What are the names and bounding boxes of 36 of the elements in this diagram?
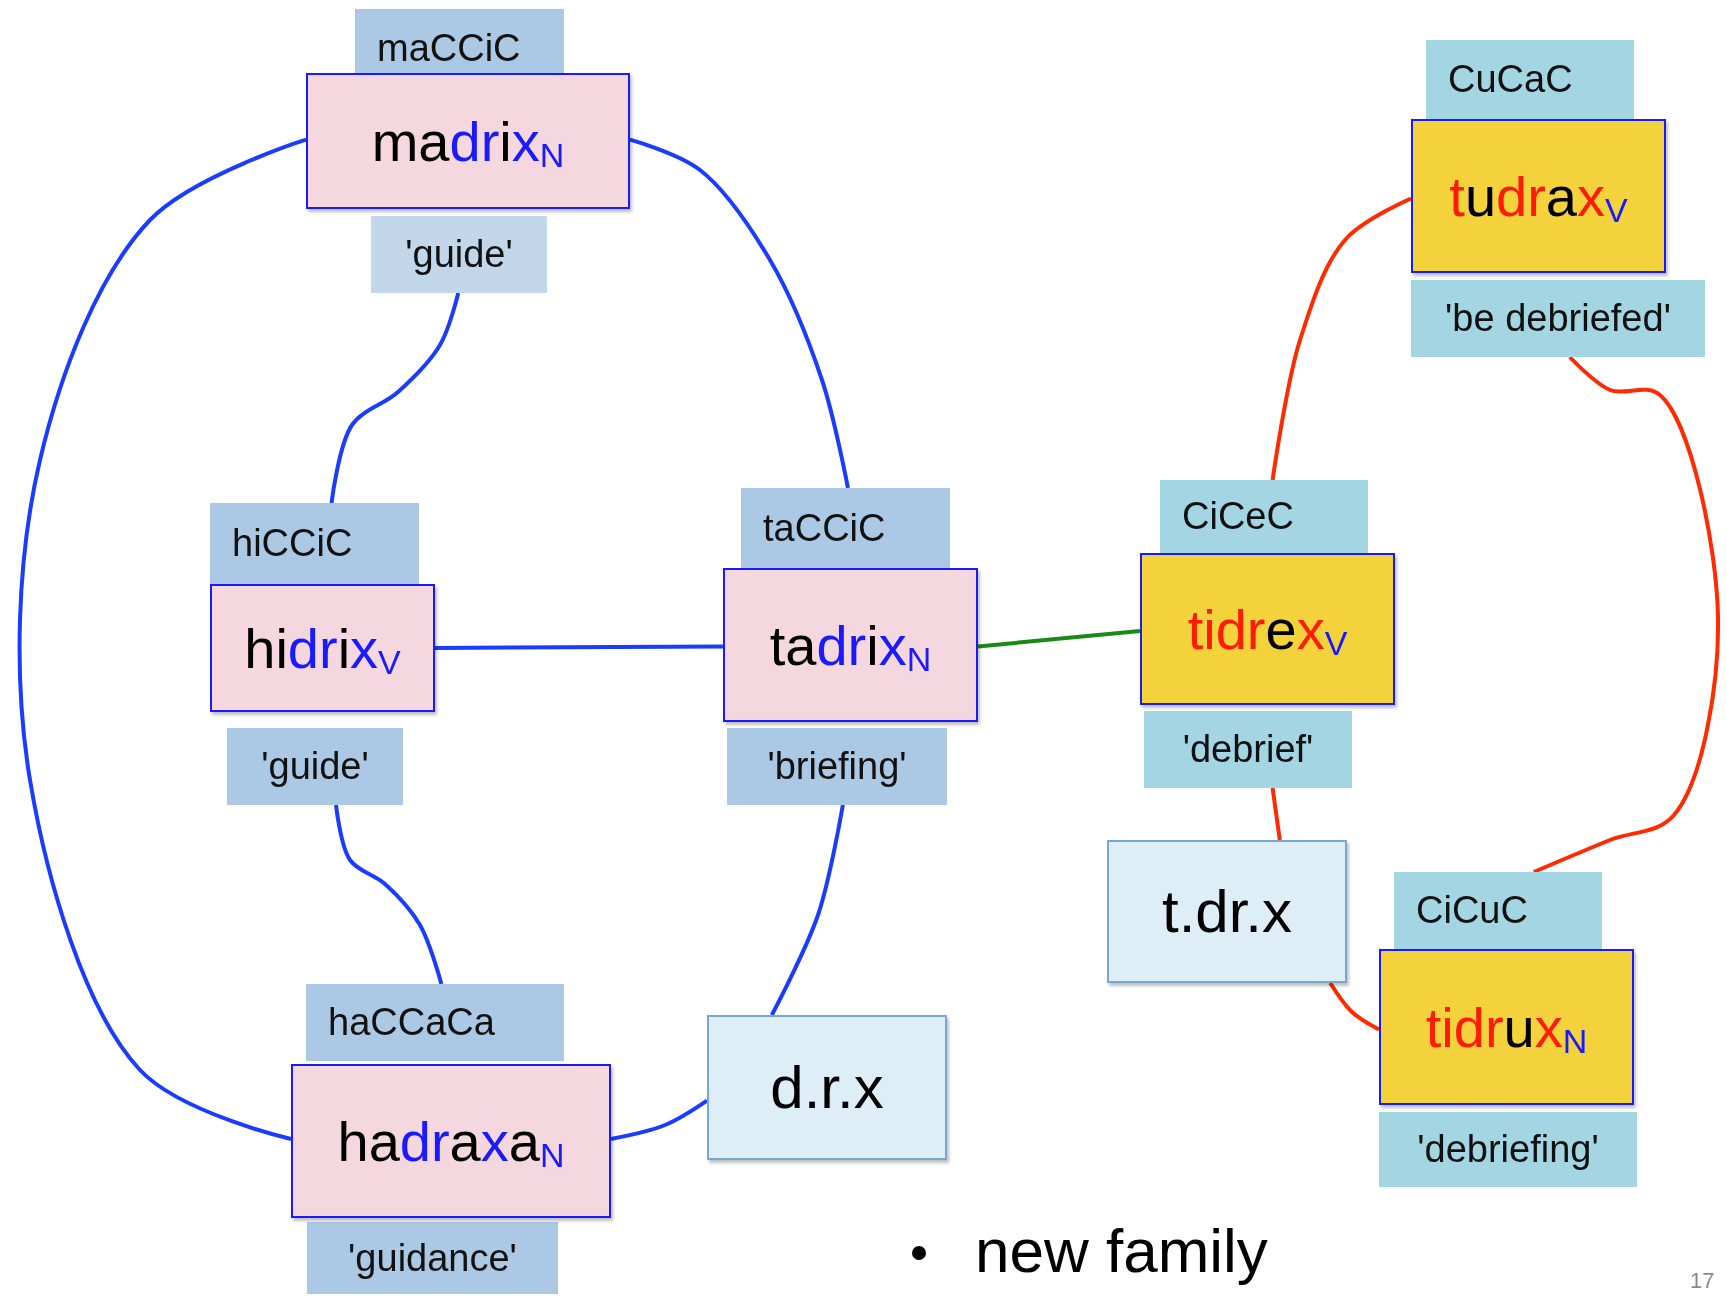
connector-line bbox=[610, 1098, 709, 1141]
connector-line bbox=[1270, 787, 1282, 841]
pattern-label: hiCCiC bbox=[210, 503, 419, 584]
root-box: d.r.x bbox=[707, 1015, 947, 1160]
connector-line bbox=[977, 628, 1141, 649]
word-box: hidrix$_{V}$ bbox=[210, 584, 435, 712]
word-box: tidrex$_{V}$ bbox=[1140, 553, 1395, 705]
connector-line bbox=[629, 137, 850, 489]
connector-line bbox=[1270, 196, 1412, 481]
word-box: tudrax$_{V}$ bbox=[1411, 119, 1666, 273]
connector-line bbox=[334, 804, 444, 985]
gloss-label: 'guide' bbox=[371, 216, 547, 293]
gloss-label: 'debrief' bbox=[1144, 711, 1352, 788]
word-box: tidrux$_{N}$ bbox=[1379, 949, 1634, 1105]
gloss-label: 'be debriefed' bbox=[1411, 280, 1705, 357]
pattern-label: taCCiC bbox=[741, 488, 950, 568]
page-number: 17 bbox=[1690, 1268, 1715, 1294]
connector-line bbox=[435, 644, 723, 650]
pattern-label: haCCaCa bbox=[306, 984, 564, 1061]
connector-line bbox=[1328, 981, 1380, 1032]
word-box: tadrix$_{N}$ bbox=[723, 568, 978, 722]
connector-line bbox=[17, 137, 307, 1141]
pattern-label: CuCaC bbox=[1426, 40, 1634, 119]
bullet-text: new family bbox=[975, 1215, 1268, 1286]
pattern-label: CiCeC bbox=[1160, 480, 1368, 553]
gloss-label: 'debriefing' bbox=[1379, 1112, 1637, 1187]
pattern-label: CiCuC bbox=[1394, 872, 1602, 949]
root-box: t.dr.x bbox=[1107, 840, 1347, 983]
connector-line bbox=[1533, 355, 1720, 874]
word-box: hadraxa$_{N}$ bbox=[291, 1064, 611, 1218]
gloss-label: 'guide' bbox=[227, 728, 403, 805]
connector-line bbox=[770, 804, 845, 1016]
word-box: madrix$_{N}$ bbox=[306, 73, 630, 209]
connector-line bbox=[329, 292, 461, 504]
gloss-label: 'briefing' bbox=[727, 728, 947, 805]
gloss-label: 'guidance' bbox=[307, 1222, 558, 1294]
